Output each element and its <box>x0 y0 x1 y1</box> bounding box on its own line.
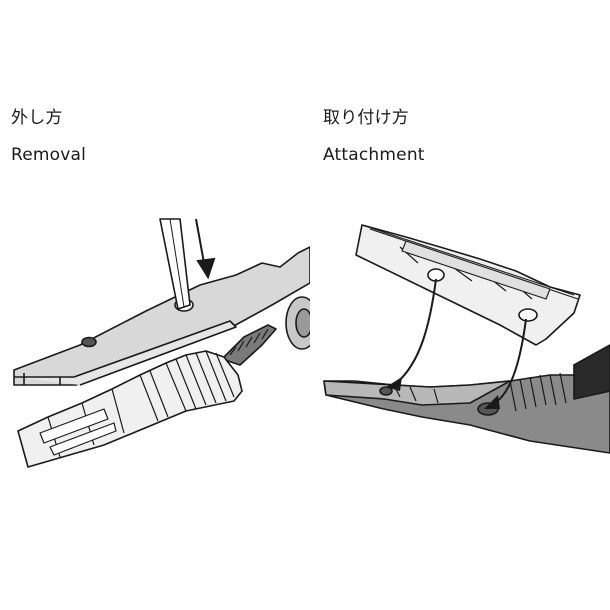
attachment-title-en: Attachment <box>323 145 425 165</box>
screwdriver-shaft <box>159 218 191 310</box>
detached-cover <box>355 224 581 346</box>
pliers-body <box>323 354 610 454</box>
attachment-pliers-drawing <box>323 224 610 454</box>
attachment-illustration <box>310 215 610 465</box>
front-pin-hole <box>379 386 393 396</box>
attachment-title-ja: 取り付け方 <box>323 108 409 128</box>
removal-illustration <box>0 205 310 475</box>
removal-title-en: Removal <box>11 145 87 165</box>
serrated-grip <box>221 324 277 366</box>
removal-pliers-drawing <box>13 218 310 468</box>
rivet-hole <box>81 336 97 348</box>
removal-title-ja: 外し方 <box>11 108 63 128</box>
push-arrow <box>195 218 216 280</box>
